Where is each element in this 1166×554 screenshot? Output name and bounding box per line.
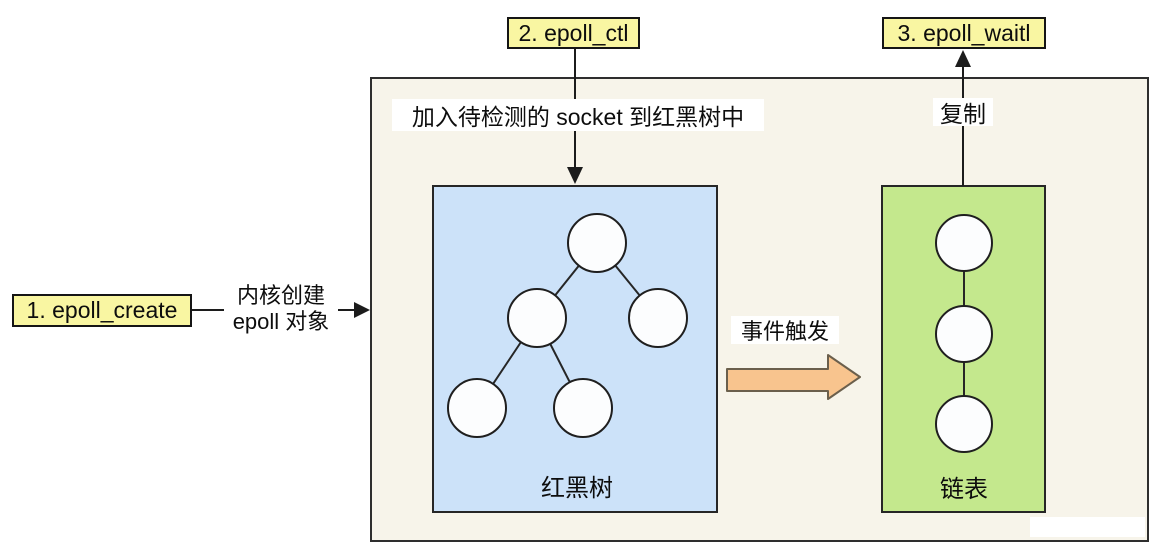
right-arrowhead-icon <box>354 302 370 318</box>
list-node-3 <box>935 395 993 453</box>
tree-node-right <box>628 288 688 348</box>
step-label-epoll-wait: 3. epoll_waitl <box>882 17 1046 49</box>
step-label-epoll-create: 1. epoll_create <box>12 294 192 327</box>
up-arrowhead-icon <box>955 50 971 67</box>
copy-annotation: 复制 <box>933 98 993 127</box>
event-trigger-annotation: 事件触发 <box>731 316 839 344</box>
step-label-epoll-ctl: 2. epoll_ctl <box>507 17 640 49</box>
list-node-1 <box>935 214 993 272</box>
tree-node-leaf-left <box>447 378 507 438</box>
add-socket-annotation: 加入待检测的 socket 到红黑树中 <box>392 99 764 131</box>
tree-node-leaf-mid <box>553 378 613 438</box>
kernel-create-line2: epoll 对象 <box>232 309 330 334</box>
kernel-create-line1: 内核创建 <box>236 283 325 308</box>
kernel-create-annotation: 内核创建 epoll 对象 <box>224 283 338 335</box>
white-patch <box>1030 517 1145 537</box>
tree-node-left <box>507 288 567 348</box>
tree-node-root <box>567 213 627 273</box>
rbtree-caption: 红黑树 <box>541 475 613 502</box>
list-node-2 <box>935 305 993 363</box>
linked-list-caption: 链表 <box>940 476 988 503</box>
